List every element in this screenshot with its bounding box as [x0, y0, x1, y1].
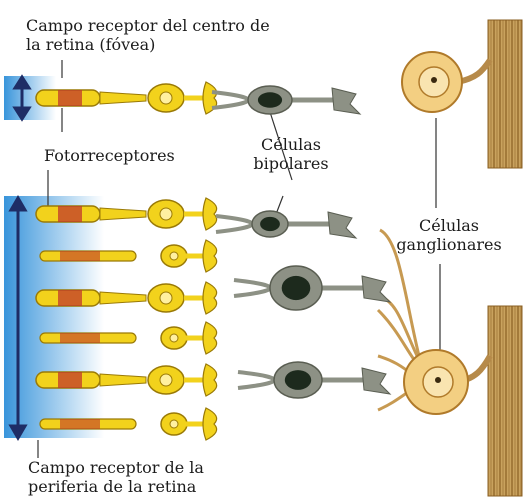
- photoreceptor-rows: [36, 82, 217, 440]
- photoreceptor-pigment: [58, 290, 82, 306]
- bipolar-cells-label: Células bipolares: [243, 135, 339, 173]
- photoreceptor-nucleus: [160, 208, 172, 220]
- rod-nucleus: [170, 252, 178, 260]
- bipolar-cells: [212, 86, 390, 398]
- ganglion-label-line1: Células: [386, 216, 512, 235]
- bipolar-terminal: [332, 88, 360, 114]
- periphery-field-label: Campo receptor de la periferia de la ret…: [28, 458, 204, 496]
- rod-pigment: [60, 419, 100, 429]
- ganglion-label-line2: ganglionares: [386, 235, 512, 254]
- bipolar-dendrite: [238, 372, 274, 388]
- periphery-receptive-field: [4, 196, 104, 438]
- photoreceptor-inner-segment: [100, 292, 146, 304]
- fiber-bundle-top: [488, 20, 522, 168]
- synaptic-terminal: [203, 322, 217, 354]
- rod-nucleus: [170, 420, 178, 428]
- bipolar-label-line2: bipolares: [243, 154, 339, 173]
- bipolar-nucleus: [260, 217, 280, 231]
- periphery-field-label-line2: periferia de la retina: [28, 477, 204, 496]
- bipolar-terminal: [362, 276, 390, 302]
- periphery-field-label-line1: Campo receptor de la: [28, 458, 204, 477]
- synaptic-terminal: [203, 364, 217, 396]
- photoreceptor-nucleus: [160, 92, 172, 104]
- photoreceptor-pigment: [58, 90, 82, 106]
- fiber-bundle-bottom: [488, 306, 522, 496]
- bipolar-cell-2: [216, 211, 356, 238]
- bipolar-nucleus: [282, 276, 311, 300]
- synaptic-terminal: [203, 240, 217, 272]
- rod-nucleus: [170, 334, 178, 342]
- fovea-field-label-line1: Campo receptor del centro de: [26, 16, 270, 35]
- photoreceptors-label-text: Fotorreceptores: [44, 146, 175, 165]
- bipolar-terminal: [362, 368, 390, 394]
- bipolar-nucleus: [258, 92, 282, 107]
- ganglion-cells-label: Células ganglionares: [386, 216, 512, 254]
- bipolar-terminal: [328, 212, 356, 238]
- photoreceptor-inner-segment: [100, 208, 146, 220]
- bipolar-label-line1: Células: [243, 135, 339, 154]
- bipolar-cell-4: [238, 362, 390, 398]
- synaptic-terminal: [203, 282, 217, 314]
- ganglion-cell-bottom: [404, 350, 468, 414]
- photoreceptor-nucleus: [160, 374, 172, 386]
- bipolar-dendrite: [234, 280, 270, 296]
- bipolar-dendrite: [212, 92, 248, 108]
- photoreceptor-nucleus: [160, 292, 172, 304]
- photoreceptor-inner-segment: [100, 374, 146, 386]
- fovea-field-label: Campo receptor del centro de la retina (…: [26, 16, 270, 54]
- photoreceptor-pigment: [58, 206, 82, 222]
- photoreceptor-pigment: [58, 372, 82, 388]
- bipolar-dendrite: [216, 216, 252, 232]
- bipolar-cell-3: [234, 266, 390, 310]
- bipolar-cell-1: [212, 86, 360, 114]
- fovea-field-label-line2: la retina (fóvea): [26, 35, 270, 54]
- photoreceptor-inner-segment: [100, 92, 146, 104]
- synaptic-terminal: [203, 408, 217, 440]
- photoreceptor-1: [36, 82, 217, 114]
- rod-pigment: [60, 333, 100, 343]
- rod-pigment: [60, 251, 100, 261]
- photoreceptors-label: Fotorreceptores: [44, 146, 175, 165]
- synaptic-terminal: [203, 198, 217, 230]
- ganglion-cell-top: [402, 52, 462, 112]
- bipolar-nucleus: [285, 370, 311, 390]
